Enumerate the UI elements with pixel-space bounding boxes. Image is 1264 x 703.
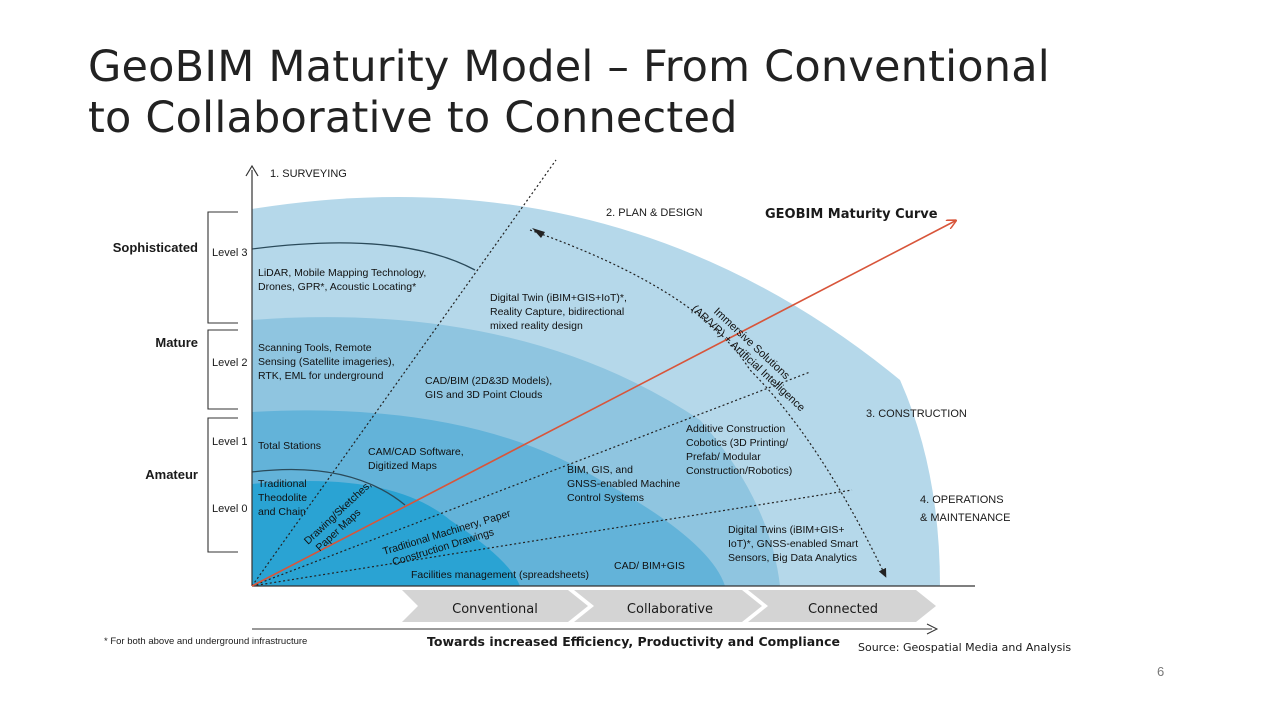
slide-title: GeoBIM Maturity Model – From Conventiona… (88, 42, 1208, 144)
level-label-3: Level 3 (212, 247, 247, 259)
bracket-mature (207, 329, 238, 410)
immersive-arrow (529, 229, 887, 578)
item-scanning-line-2: Sensing (Satellite imageries), (258, 356, 395, 368)
chevron-collaborative (574, 590, 762, 622)
level-0-arc (251, 468, 406, 506)
stage-connected: Connected (808, 602, 878, 617)
maturity-bands (252, 196, 940, 586)
divider-surveying (251, 159, 557, 587)
chevron-connected (748, 590, 936, 622)
source-credit: Source: Geospatial Media and Analysis (858, 641, 1071, 654)
item-theodolite-line-3: and Chain (258, 506, 306, 518)
level-label-1: Level 1 (212, 436, 247, 448)
band-level-0 (252, 480, 520, 586)
item-theodolite-line-1: Traditional (258, 478, 307, 490)
slide-title-line-2: to Collaborative to Connected (88, 93, 738, 143)
bracket-sophisticated (207, 211, 238, 324)
level-label-2: Level 2 (212, 357, 247, 369)
item-cad-bim-gis: CAD/ BIM+GIS (614, 560, 685, 572)
item-cam-cad-line-1: CAM/CAD Software, (368, 446, 464, 458)
phase-operations-line-1: 4. OPERATIONS (920, 494, 1004, 506)
stage-chevrons: Conventional Collaborative Connected (402, 590, 936, 622)
divider-construction (251, 371, 811, 587)
item-digital-twin-line-3: mixed reality design (490, 320, 583, 332)
immersive-arrow-start (532, 228, 545, 238)
item-bim-gis-line-2: GNSS-enabled Machine (567, 478, 680, 490)
item-scanning-line-3: RTK, EML for underground (258, 370, 384, 382)
phase-surveying: 1. SURVEYING (270, 168, 347, 180)
stage-collaborative: Collaborative (627, 602, 713, 617)
y-axis-arrowhead (245, 164, 259, 177)
item-additive-line-1: Additive Construction (686, 423, 785, 435)
item-bim-gis-line-3: Control Systems (567, 492, 644, 504)
item-digital-twins-line-2: IoT)*, GNSS-enabled Smart (728, 538, 858, 550)
efficiency-axis-label: Towards increased Efficiency, Productivi… (427, 634, 840, 649)
level-name-amateur: Amateur (145, 467, 198, 482)
item-theodolite-line-2: Theodolite (258, 492, 307, 504)
stage-conventional: Conventional (452, 602, 538, 617)
level-name-sophisticated: Sophisticated (113, 240, 198, 255)
item-cad-bim-line-1: CAD/BIM (2D&3D Models), (425, 375, 552, 387)
item-total-stations: Total Stations (258, 440, 321, 452)
geobim-curve-label: GEOBIM Maturity Curve (765, 207, 938, 222)
item-digital-twins-line-3: Sensors, Big Data Analytics (728, 552, 857, 564)
item-lidar-line-1: LiDAR, Mobile Mapping Technology, (258, 267, 426, 279)
slide-title-line-1: GeoBIM Maturity Model – From Conventiona… (88, 42, 1050, 92)
phase-operations-line-2: & MAINTENANCE (920, 512, 1010, 524)
item-lidar-line-2: Drones, GPR*, Acoustic Locating* (258, 281, 416, 293)
item-digital-twins-line-1: Digital Twins (iBIM+GIS+ (728, 524, 845, 536)
chevron-conventional (402, 590, 588, 622)
level-label-0: Level 0 (212, 503, 247, 515)
item-additive-line-4: Construction/Robotics) (686, 465, 792, 477)
phase-plan-design: 2. PLAN & DESIGN (606, 207, 703, 219)
geobim-maturity-curve-arrow (251, 221, 955, 587)
item-facilities: Facilities management (spreadsheets) (411, 569, 589, 581)
phase-construction: 3. CONSTRUCTION (866, 408, 967, 420)
item-cad-bim-line-2: GIS and 3D Point Clouds (425, 389, 542, 401)
phase-dividers (251, 159, 853, 587)
item-additive-line-2: Cobotics (3D Printing/ (686, 437, 788, 449)
item-cam-cad-line-2: Digitized Maps (368, 460, 437, 472)
item-additive-line-3: Prefab/ Modular (686, 451, 761, 463)
footnote: * For both above and underground infrast… (104, 636, 307, 647)
item-bim-gis-line-1: BIM, GIS, and (567, 464, 633, 476)
page-number: 6 (1157, 664, 1165, 679)
efficiency-axis-arrowhead (926, 623, 939, 635)
level-3-arc (251, 242, 476, 271)
item-scanning-line-1: Scanning Tools, Remote (258, 342, 372, 354)
item-digital-twin-line-1: Digital Twin (iBIM+GIS+IoT)*, (490, 292, 627, 304)
level-brackets (207, 211, 238, 553)
bracket-amateur (207, 417, 238, 553)
item-digital-twin-line-2: Reality Capture, bidirectional (490, 306, 624, 318)
level-name-mature: Mature (155, 335, 198, 350)
